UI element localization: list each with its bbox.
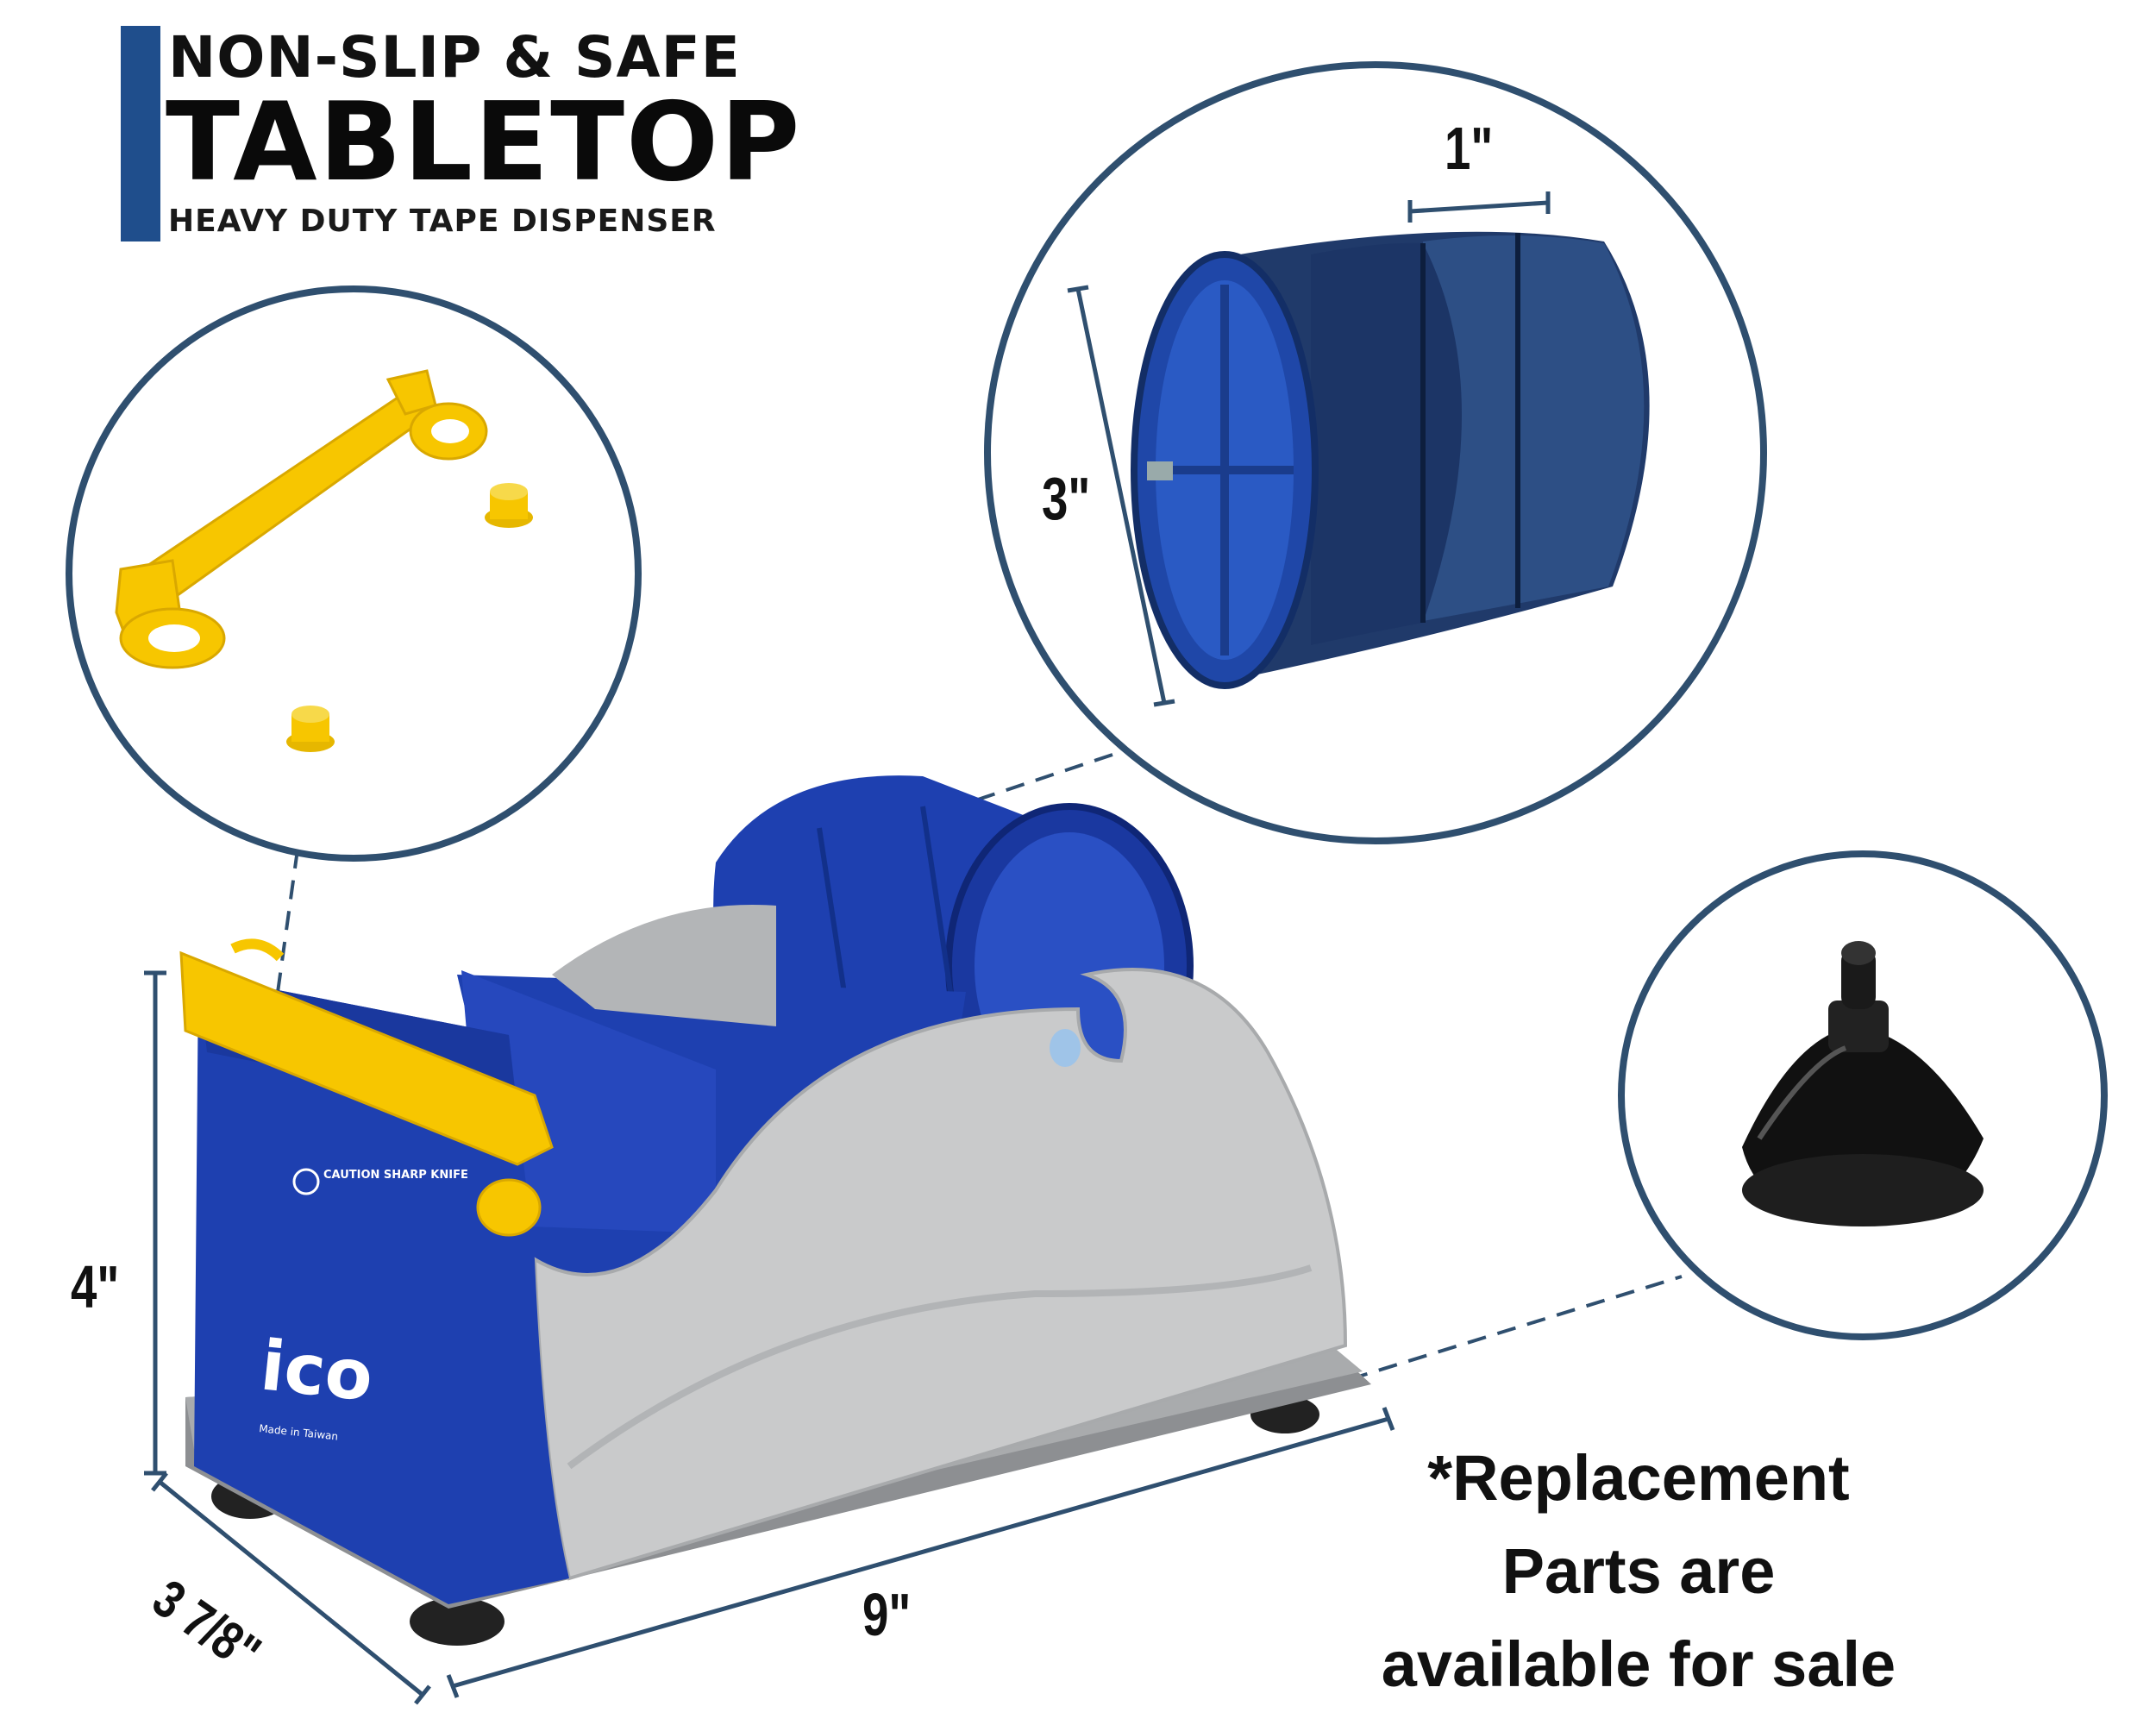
dim-label-core-diameter: 3": [1042, 465, 1091, 532]
dim-label-length: 9": [862, 1581, 912, 1648]
replacement-handle-detail: [66, 285, 642, 862]
title-line-2: TABLETOP: [166, 78, 802, 205]
leader-line-core: [956, 753, 1113, 808]
leader-line-foot: [1319, 1275, 1683, 1390]
caution-label: CAUTION SHARP KNIFE: [323, 1169, 468, 1182]
tape-dispenser-icon: [179, 775, 1371, 1646]
caution-icon: [292, 1168, 320, 1195]
dim-line-core-diameter: [1075, 288, 1167, 704]
dim-label-core-width: 1": [1445, 115, 1494, 182]
leader-line-handle: [274, 849, 299, 1006]
brand-logo: ico: [257, 1325, 377, 1416]
yellow-peg-icon: [485, 483, 533, 528]
tape-core-detail: [984, 61, 1767, 844]
dim-label-height: 4": [71, 1253, 120, 1320]
title-line-3: HEAVY DUTY TAPE DISPENSER: [168, 204, 717, 239]
foot-icon: [410, 1597, 505, 1646]
replacement-note-line-3: available for sale: [1381, 1628, 1896, 1700]
yellow-peg-icon: [286, 706, 335, 752]
dim-line-length: [452, 1416, 1389, 1689]
title-line-1: NON-SLIP & SAFE: [168, 24, 741, 91]
title-accent-bar: [121, 26, 160, 242]
suction-foot-icon: [1742, 941, 1984, 1226]
yellow-handle-icon: [179, 950, 554, 1166]
tape-core-icon: [1131, 231, 1650, 689]
replacement-note-line-1: *Replacement: [1427, 1442, 1850, 1514]
dim-line-core-width: [1409, 200, 1549, 214]
suction-foot-detail: [1618, 850, 2108, 1340]
replacement-note-line-2: Parts are: [1501, 1535, 1776, 1607]
yellow-handle-icon: [115, 369, 533, 752]
dim-line-depth: [158, 1480, 424, 1697]
